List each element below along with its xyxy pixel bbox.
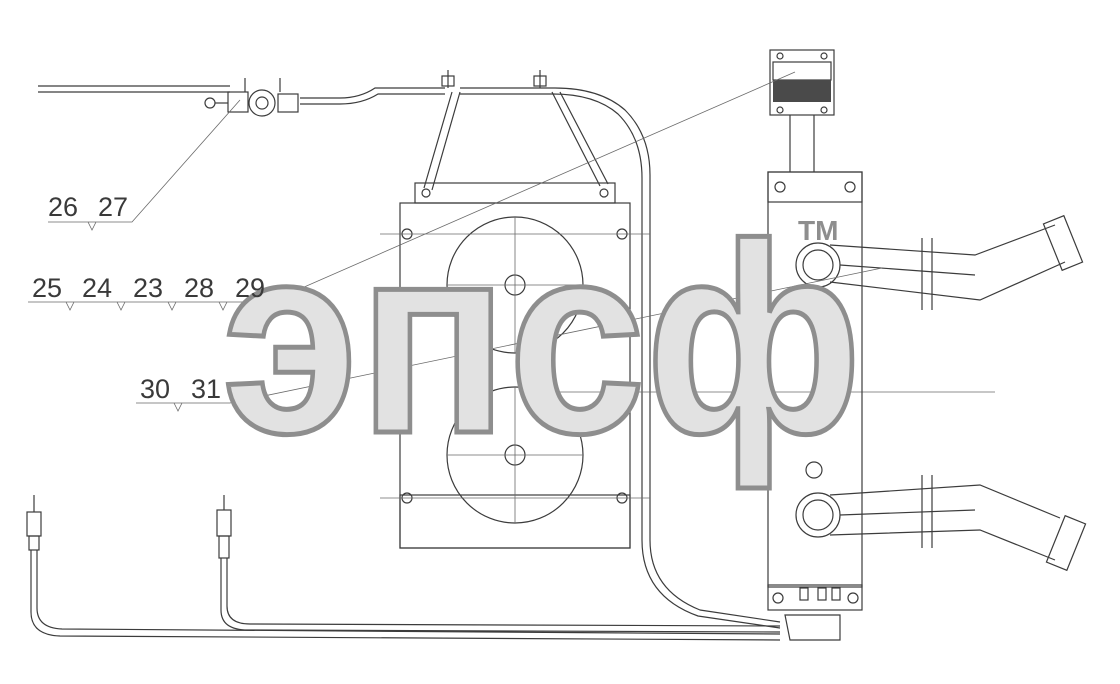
pipe-hangers: [421, 70, 609, 198]
outlet-pipes: [829, 214, 1087, 572]
watermark-text: эпсф: [222, 189, 862, 491]
watermark-trademark: TM: [798, 215, 838, 246]
watermark: эпсф TM: [220, 187, 865, 494]
callout-23: 23: [133, 273, 163, 303]
valve-fitting: [204, 78, 299, 117]
callout-30: 30: [140, 374, 170, 404]
mount-bracket: [769, 49, 835, 172]
leader-lines: [28, 71, 883, 412]
callout-24: 24: [82, 273, 112, 303]
top-pipe: [38, 70, 781, 629]
callout-31: 31: [191, 374, 221, 404]
callout-28: 28: [184, 273, 214, 303]
bottom-pipes: [26, 495, 841, 641]
callout-26: 26: [48, 192, 78, 222]
callout-25: 25: [32, 273, 62, 303]
callout-29: 29: [235, 273, 265, 303]
callout-group-1: 26 27: [48, 192, 128, 222]
callout-27: 27: [98, 192, 128, 222]
heat-exchanger: [767, 171, 863, 611]
radiator-unit: [380, 182, 995, 549]
callout-group-3: 30 31: [140, 374, 221, 404]
callout-group-2: 25 24 23 28 29: [32, 273, 265, 303]
